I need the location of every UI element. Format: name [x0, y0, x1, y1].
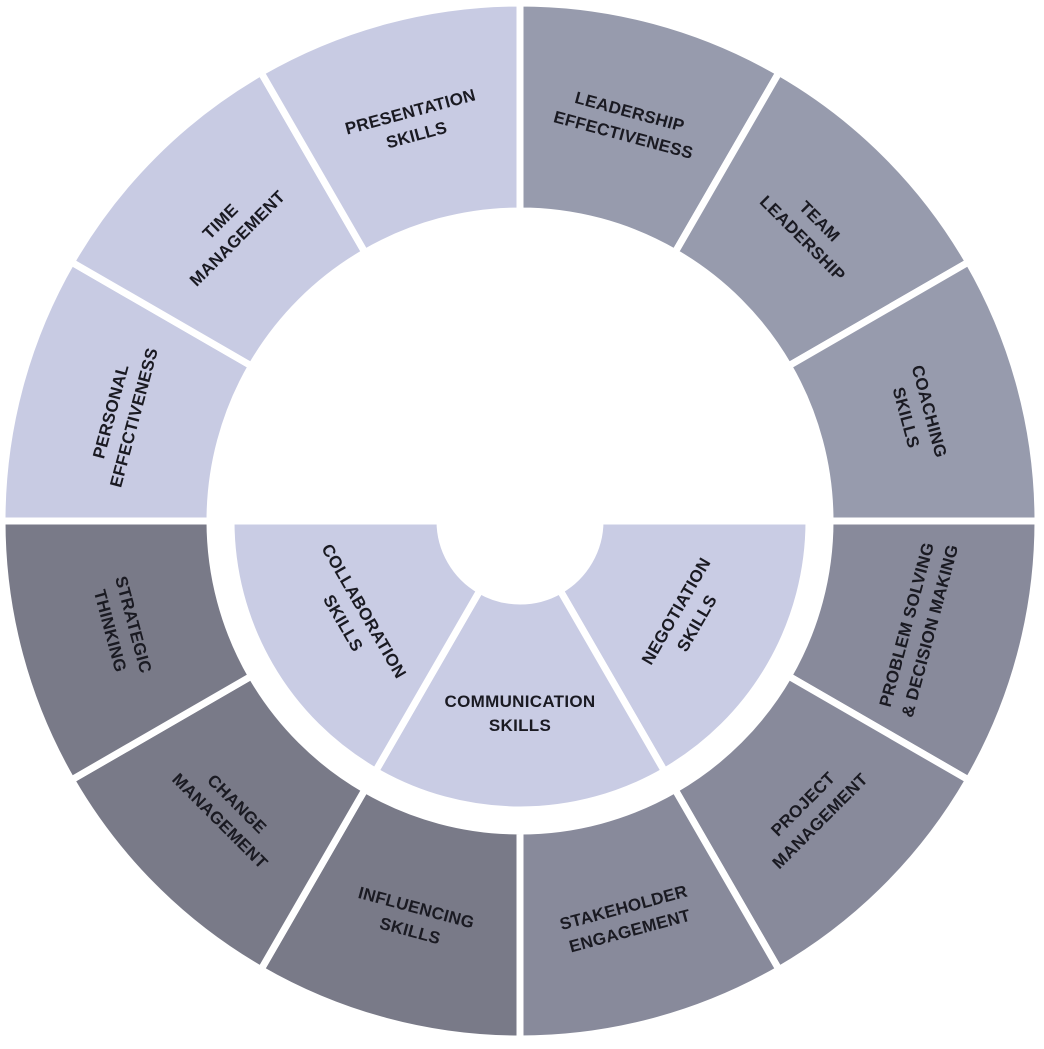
inner-segment-negotiation: NEGOTIATIONSKILLS	[555, 517, 813, 777]
inner-segment-communication: COMMUNICATION SKILLS	[370, 585, 670, 814]
inner-segment-collaboration-shape	[227, 517, 485, 777]
outer-segment-leadership-effectiveness: LEADERSHIPEFFECTIVENESS	[516, 0, 784, 258]
inner-segment-collaboration: COLLABORATIONSKILLS	[227, 517, 485, 777]
outer-segment-time-management: TIMEMANAGEMENT	[66, 67, 370, 371]
outer-segment-coaching-skills: COACHINGSKILLS	[783, 257, 1042, 525]
label-line: COMMUNICATION	[445, 692, 596, 711]
outer-segment-strategic-thinking: STRATEGICTHINKING	[0, 517, 257, 785]
inner-segment-negotiation-shape	[555, 517, 813, 777]
label-line: SKILLS	[489, 716, 551, 735]
outer-segment-presentation-skills-shape	[256, 0, 524, 258]
inner-segment-communication-shape	[370, 585, 670, 814]
outer-segment-stakeholder-engagement: STAKEHOLDERENGAGEMENT	[516, 784, 784, 1043]
outer-segment-presentation-skills: PRESENTATIONSKILLS	[256, 0, 524, 258]
outer-segment-project-management: PROJECTMANAGEMENT	[670, 671, 974, 975]
inner-segment-communication-label: COMMUNICATION SKILLS	[445, 692, 596, 735]
outer-segment-problem-solving-decision-making: PROBLEM SOLVING& DECISION MAKING	[783, 517, 1042, 785]
